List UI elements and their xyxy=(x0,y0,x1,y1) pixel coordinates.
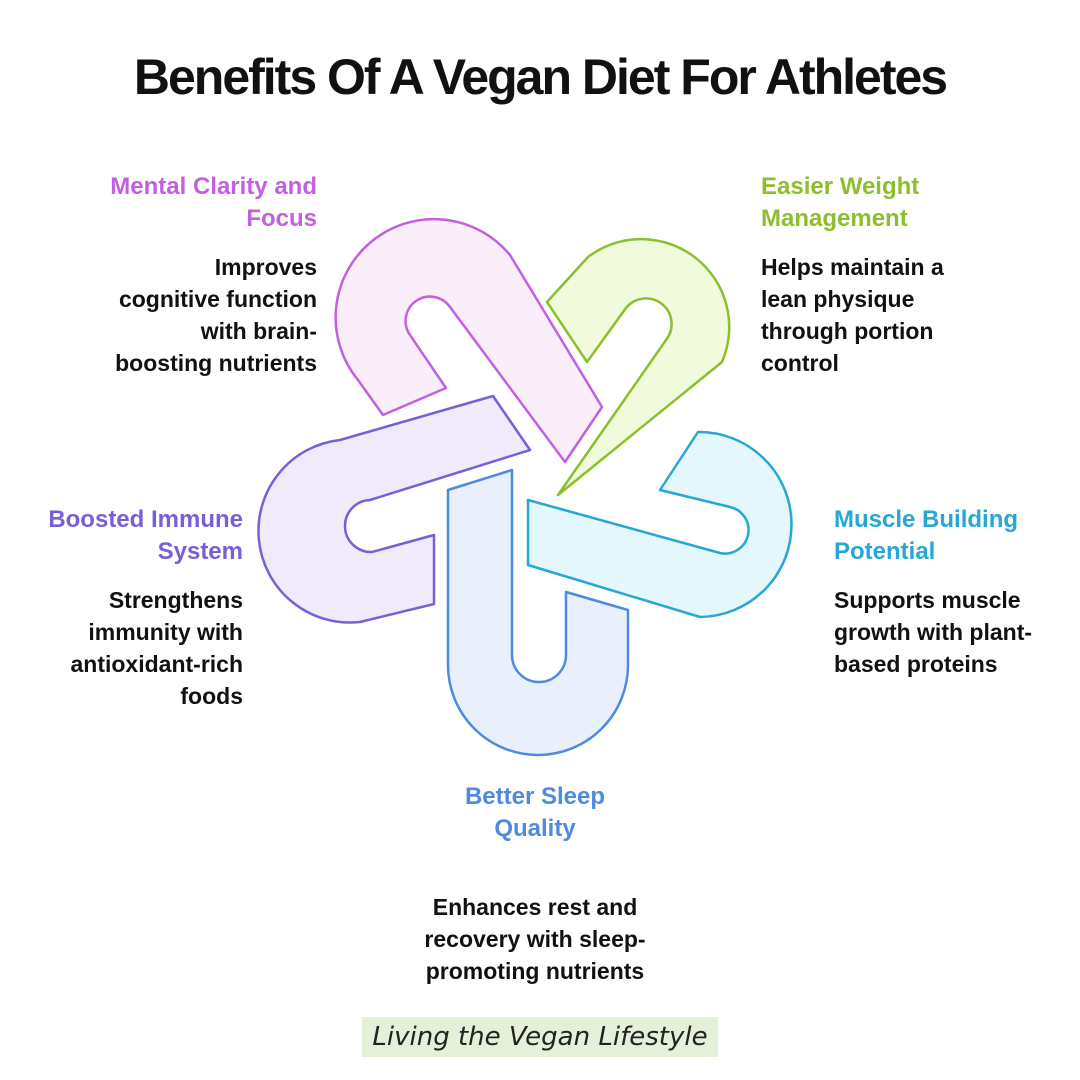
benefit-description: Strengthens immunity with antioxidant-ri… xyxy=(70,587,243,709)
benefit-mental-clarity: Mental Clarity and Focus Improves cognit… xyxy=(72,171,317,379)
page-title: Benefits Of A Vegan Diet For Athletes xyxy=(133,49,948,105)
muscle-link-shape xyxy=(526,430,793,619)
benefit-description: Enhances rest and recovery with sleep- p… xyxy=(424,894,646,984)
benefit-sleep-quality: Better Sleep Quality Enhances rest and r… xyxy=(380,781,690,987)
benefit-muscle-building: Muscle Building Potential Supports muscl… xyxy=(834,504,1069,680)
weight-link-shape xyxy=(545,237,731,497)
benefit-title: Easier Weight Management xyxy=(761,173,920,232)
benefit-description: Supports muscle growth with plant- based… xyxy=(834,587,1033,677)
benefit-description: Improves cognitive function with brain- … xyxy=(115,254,317,376)
benefit-weight-management: Easier Weight Management Helps maintain … xyxy=(761,171,1006,379)
benefit-immune-system: Boosted Immune System Strengthens immuni… xyxy=(23,504,243,712)
sleep-link-shape xyxy=(446,468,630,757)
mental-link-shape xyxy=(334,217,604,464)
benefit-description: Helps maintain a lean physique through p… xyxy=(761,254,944,376)
benefit-title: Mental Clarity and Focus xyxy=(110,173,317,232)
footer-tagline: Living the Vegan Lifestyle xyxy=(362,1017,718,1057)
benefit-title: Better Sleep Quality xyxy=(464,783,606,842)
benefit-title: Boosted Immune System xyxy=(48,506,243,565)
benefit-title: Muscle Building Potential xyxy=(834,506,1019,565)
immune-link-shape xyxy=(257,394,532,624)
